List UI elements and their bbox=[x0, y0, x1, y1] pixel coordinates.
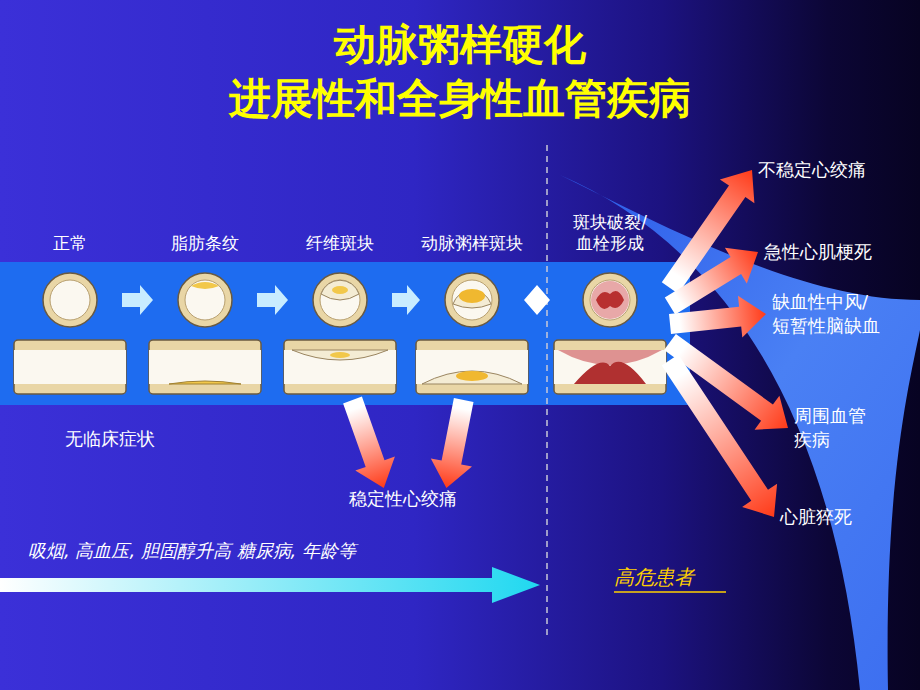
vessel-segment bbox=[554, 340, 666, 394]
stage-label: 动脉粥样斑块 bbox=[420, 233, 524, 254]
lumen bbox=[284, 350, 396, 384]
vessel-segment bbox=[149, 340, 261, 394]
title: 动脉粥样硬化 进展性和全身性血管疾病 bbox=[200, 18, 720, 126]
stage-node: 动脉粥样斑块 bbox=[420, 233, 524, 400]
outcome-node: 不稳定心绞痛 bbox=[752, 158, 912, 182]
fatty-streak bbox=[169, 381, 241, 384]
lumen bbox=[14, 350, 126, 384]
outcome-node: 稳定性心绞痛 bbox=[343, 488, 479, 510]
ruptured-plaque bbox=[574, 362, 646, 384]
lumen bbox=[452, 280, 492, 320]
fibrous-plaque bbox=[292, 350, 388, 360]
outcome-label: 缺血性中风/ 短暂性脑缺血 bbox=[772, 290, 906, 338]
stage-label: 正常 bbox=[18, 233, 122, 254]
fatty-streak bbox=[191, 282, 219, 289]
note-label: 高危患者 bbox=[614, 566, 694, 588]
stage-label: 纤维斑块 bbox=[288, 233, 392, 254]
lipid-core bbox=[459, 289, 485, 303]
vessel-segment bbox=[284, 340, 396, 394]
lumen bbox=[554, 350, 666, 384]
block-arrow bbox=[257, 285, 288, 315]
divider-line bbox=[546, 145, 548, 635]
lumen bbox=[590, 280, 630, 320]
outcome-node: 缺血性中风/ 短暂性脑缺血 bbox=[766, 290, 906, 338]
stage-node: 斑块破裂/ 血栓形成 bbox=[550, 212, 670, 400]
block-arrow bbox=[431, 398, 474, 488]
lumen bbox=[320, 280, 360, 320]
lumen bbox=[416, 350, 528, 384]
outcome-label: 急性心肌梗死 bbox=[764, 240, 908, 264]
thrombus bbox=[558, 350, 662, 365]
stage-node: 脂肪条纹 bbox=[153, 233, 257, 400]
underline bbox=[614, 591, 726, 593]
note-label: 吸烟, 高血压, 胆固醇升高 糖尿病, 年龄等 bbox=[28, 540, 356, 562]
lumen bbox=[185, 280, 225, 320]
block-arrow bbox=[343, 397, 395, 488]
lipid-core bbox=[330, 352, 350, 358]
block-arrow bbox=[122, 285, 153, 315]
stage-node: 正常 bbox=[18, 233, 122, 400]
stage-label: 脂肪条纹 bbox=[153, 233, 257, 254]
outcome-node: 周围血管 疾病 bbox=[788, 404, 888, 452]
vessel-cross-section bbox=[583, 273, 637, 327]
lumen bbox=[50, 280, 90, 320]
clot bbox=[596, 291, 624, 309]
outcome-node: 急性心肌梗死 bbox=[758, 240, 908, 264]
note-label: 无临床症状 bbox=[65, 428, 155, 450]
stage-label: 斑块破裂/ 血栓形成 bbox=[550, 212, 670, 254]
fibrous-plaque bbox=[321, 280, 359, 300]
vessel-band bbox=[0, 262, 690, 405]
block-arrow bbox=[524, 285, 550, 315]
lumen bbox=[149, 350, 261, 384]
vessel-stages bbox=[14, 273, 666, 394]
outcome-label: 周围血管 疾病 bbox=[794, 404, 888, 452]
outcome-node: 心脏猝死 bbox=[774, 505, 894, 529]
block-arrow bbox=[392, 285, 420, 315]
vessel-segment bbox=[14, 340, 126, 394]
outcome-label: 心脏猝死 bbox=[780, 505, 894, 529]
outcome-label: 稳定性心绞痛 bbox=[343, 488, 479, 510]
vessel-cross-section bbox=[445, 273, 499, 327]
stage-node: 纤维斑块 bbox=[288, 233, 392, 400]
lipid-core bbox=[332, 286, 348, 294]
risk-arrow bbox=[0, 567, 540, 603]
vessel-segment bbox=[416, 340, 528, 394]
block-arrow bbox=[662, 355, 777, 518]
lipid-core bbox=[456, 371, 488, 381]
thrombus bbox=[591, 281, 629, 319]
outcome-label: 不稳定心绞痛 bbox=[758, 158, 912, 182]
atheroma bbox=[422, 371, 522, 384]
vessel-cross-section bbox=[313, 273, 367, 327]
block-arrow bbox=[669, 296, 766, 338]
title-box: 动脉粥样硬化 进展性和全身性血管疾病 bbox=[0, 18, 920, 126]
vessel-cross-section bbox=[178, 273, 232, 327]
vessel-cross-section bbox=[43, 273, 97, 327]
